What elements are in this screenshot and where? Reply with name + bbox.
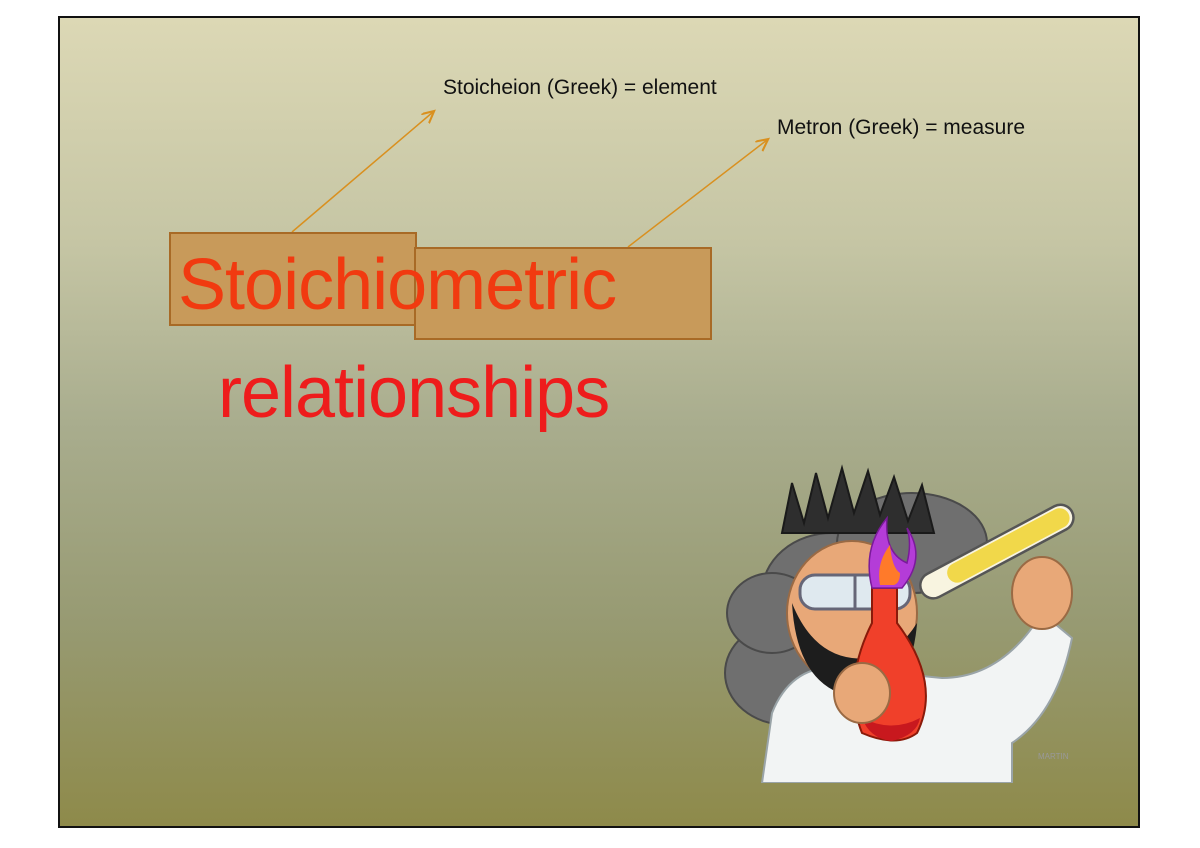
slide: Stoicheion (Greek) = element Metron (Gre… [58, 16, 1140, 828]
arrow-metron [627, 140, 767, 248]
note-metron: Metron (Greek) = measure [777, 116, 1026, 139]
title-line-2: relationships [218, 353, 610, 433]
arrows-layer [291, 18, 1140, 248]
title-line-1: Stoichiometric [178, 245, 617, 325]
highlight-box-stoich [169, 232, 417, 326]
scientist-clipart [724, 464, 1075, 783]
note-stoicheion: Stoicheion (Greek) = element [443, 76, 717, 99]
clipart-credit: MARTIN [1038, 752, 1069, 761]
highlight-box-metric [414, 247, 712, 340]
hair [780, 464, 936, 534]
arrow-stoicheion [291, 112, 433, 233]
